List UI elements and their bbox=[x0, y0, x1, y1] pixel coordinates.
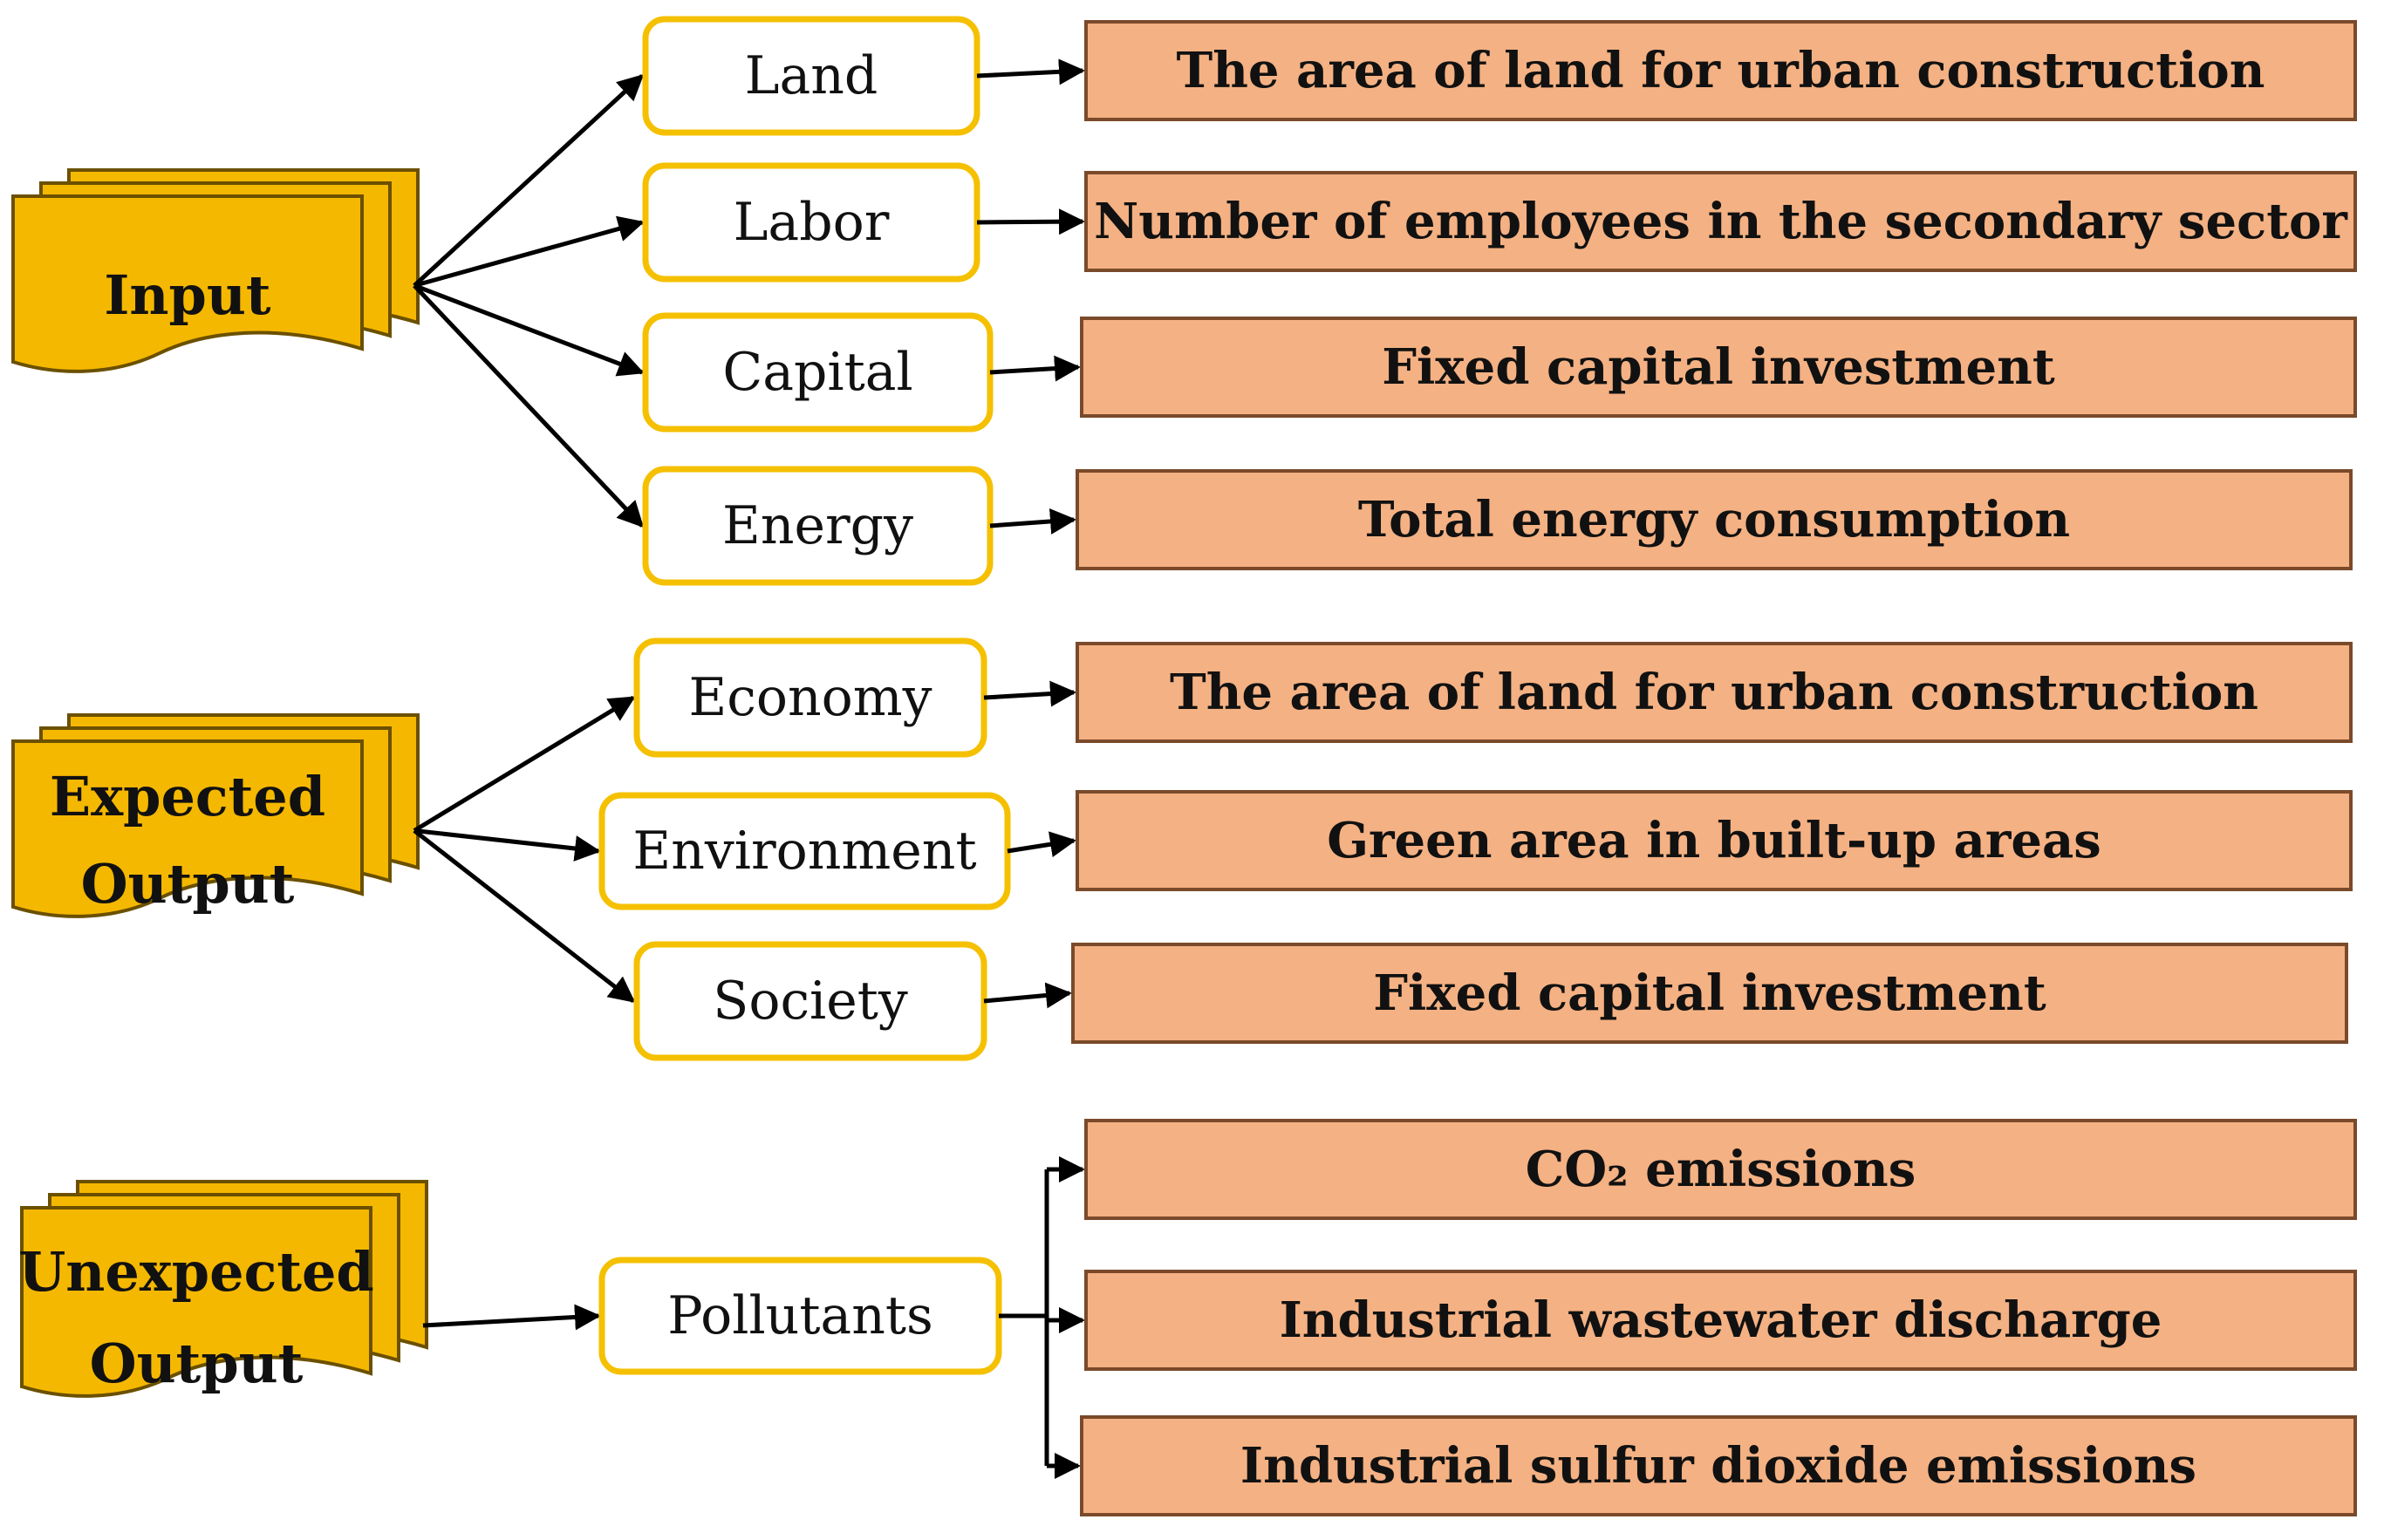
group-expected-output-doc bbox=[11, 739, 364, 918]
category-label-pollutants: Pollutants bbox=[667, 1285, 933, 1346]
connector-energy-to-indicator bbox=[989, 508, 1076, 535]
connector-input-to-capital bbox=[413, 283, 645, 377]
connector-input-to-energy bbox=[413, 283, 645, 528]
category-label-labor: Labor bbox=[734, 192, 890, 253]
indicator-box bbox=[1071, 943, 2348, 1044]
connector-society-to-indicator bbox=[983, 982, 1072, 1009]
indicator-label: Industrial wastewater discharge bbox=[1280, 1291, 2162, 1349]
group-input-doc bbox=[11, 194, 364, 373]
indicator-box bbox=[1080, 317, 2357, 418]
group-unexpected-output-label: Output bbox=[90, 1332, 304, 1395]
indicator-box bbox=[1076, 790, 2353, 891]
indicator-label: Industrial sulfur dioxide emissions bbox=[1240, 1437, 2196, 1495]
connector-expected-output-to-economy bbox=[413, 695, 636, 833]
group-input-label: Input bbox=[104, 263, 271, 327]
connector-expected-output-to-society bbox=[413, 828, 636, 1003]
connector-labor-to-indicator bbox=[976, 208, 1085, 235]
connector-land-to-indicator bbox=[976, 58, 1085, 85]
indicator-label: Fixed capital investment bbox=[1382, 338, 2055, 396]
indicator-box bbox=[1084, 1270, 2357, 1371]
group-input: Input bbox=[11, 168, 420, 373]
indicator-label: Green area in built-up areas bbox=[1327, 812, 2101, 869]
category-label-environment: Environment bbox=[632, 821, 976, 882]
category-label-capital: Capital bbox=[722, 342, 912, 403]
indicator-label: The area of land for urban construction bbox=[1177, 42, 2265, 99]
category-label-society: Society bbox=[713, 971, 908, 1032]
group-unexpected-output-doc bbox=[20, 1206, 372, 1398]
indicator-box bbox=[1076, 642, 2353, 743]
indicator-box bbox=[1084, 171, 2357, 272]
connector-unexpected-output-to-pollutants bbox=[422, 1304, 601, 1331]
indicator-box bbox=[1076, 469, 2353, 570]
group-unexpected-output-label: Unexpected bbox=[18, 1240, 374, 1304]
category-label-energy: Energy bbox=[722, 495, 913, 556]
indicator-box bbox=[1084, 1119, 2357, 1220]
indicator-label: The area of land for urban construction bbox=[1170, 664, 2258, 721]
indicator-label: Fixed capital investment bbox=[1373, 964, 2046, 1022]
connector-economy-to-indicator bbox=[983, 680, 1076, 707]
indicator-box bbox=[1080, 1415, 2357, 1516]
indicator-label: CO₂ emissions bbox=[1526, 1141, 1916, 1198]
group-expected-output-label: Expected bbox=[50, 765, 325, 828]
indicator-label: Number of employees in the secondary sec… bbox=[1094, 193, 2348, 250]
connector-environment-to-indicator bbox=[1007, 831, 1076, 858]
connector-input-to-land bbox=[413, 73, 645, 288]
category-label-land: Land bbox=[745, 45, 878, 106]
group-expected-output-label: Output bbox=[81, 852, 295, 916]
connector-capital-to-indicator bbox=[989, 355, 1081, 382]
indicator-box bbox=[1084, 20, 2357, 121]
connector-input-to-labor bbox=[413, 215, 645, 288]
indicator-label: Total energy consumption bbox=[1358, 491, 2070, 549]
connector-expected-output-to-environment bbox=[413, 828, 601, 862]
category-label-economy: Economy bbox=[688, 667, 932, 728]
